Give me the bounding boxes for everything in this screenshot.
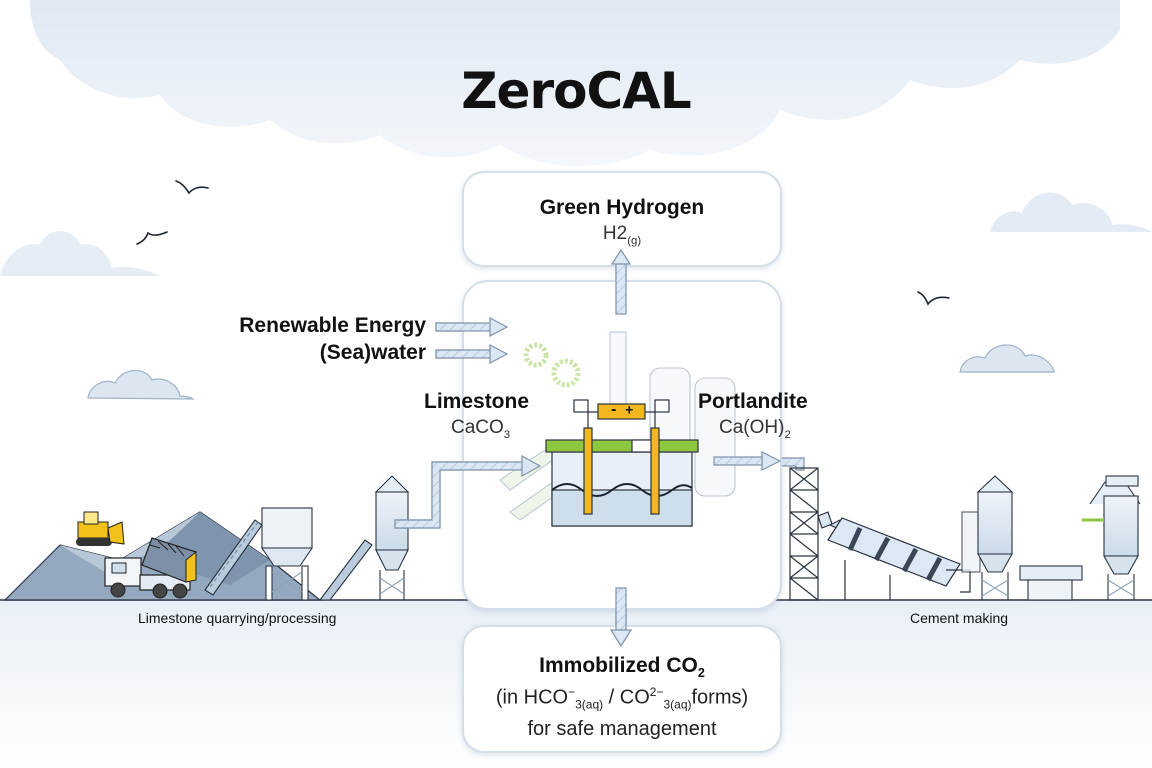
portlandite-formula: Ca(OH)2 — [719, 417, 791, 441]
immobilized-co2-box: Immobilized CO2 (in HCO−3(aq) / CO2−3(aq… — [462, 625, 782, 753]
immobilized-co2-title: Immobilized CO2 — [539, 654, 705, 681]
limestone-quarrying-caption: Limestone quarrying/processing — [138, 610, 337, 626]
cement-plant-right — [961, 475, 1141, 601]
crusher-plant — [204, 507, 373, 601]
safe-management-text: for safe management — [527, 717, 717, 740]
hydrogen-formula: H2(g) — [602, 223, 642, 247]
bicarbonate-carbonate-forms: (in HCO−3(aq) / CO2−3(aq)forms) — [495, 685, 749, 712]
cement-making-caption: Cement making — [910, 610, 1009, 626]
limestone-quarry — [3, 511, 322, 601]
dump-truck-icon — [104, 537, 197, 599]
small-clouds — [0, 192, 1152, 400]
portlandite-label: Portlandite — [698, 390, 808, 413]
cement-tower — [789, 467, 819, 601]
rotary-kiln — [817, 511, 971, 600]
birds — [136, 180, 950, 306]
top-cloud — [30, 0, 1120, 167]
limestone-formula: CaCO3 — [451, 417, 511, 441]
limestone-label: Limestone — [424, 390, 530, 413]
bulldozer-icon — [76, 511, 125, 546]
green-hydrogen-title: Green Hydrogen — [539, 196, 705, 219]
seawater-label: (Sea)water — [319, 341, 426, 364]
page-title: ZeroCAL — [461, 62, 691, 120]
renewable-energy-label: Renewable Energy — [239, 314, 426, 337]
electrolyzer-sign: - + — [609, 403, 634, 418]
